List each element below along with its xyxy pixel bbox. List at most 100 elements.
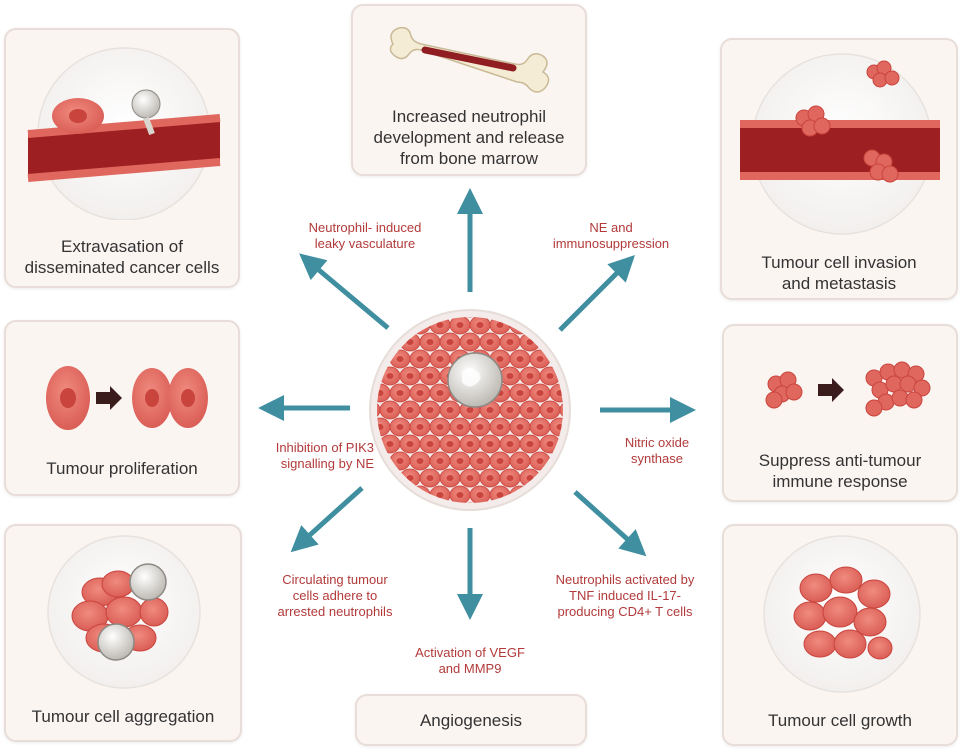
mechanism-vegf: Activation of VEGF and MMP9	[415, 645, 525, 676]
tissue-cell-nucleus	[406, 441, 414, 447]
arrow-to-extravasation	[299, 253, 390, 330]
mechanism-leaky: Neutrophil- induced leaky vasculature	[308, 220, 422, 251]
label-invasion: Tumour cell invasion and metastasis	[761, 253, 917, 293]
tissue-cell-nucleus	[516, 458, 524, 464]
arrow-to-invasion	[558, 255, 635, 332]
tissue-cell-nucleus	[487, 305, 494, 311]
tissue-cell-nucleus	[486, 475, 494, 481]
tissue-cell-nucleus	[446, 441, 454, 447]
central-neutrophil	[447, 352, 503, 408]
tissue-cell-nucleus	[396, 424, 404, 430]
tissue-cell-nucleus	[436, 322, 444, 328]
right-arrow-icon	[96, 386, 122, 410]
tissue-cell-nucleus	[446, 407, 454, 413]
tissue-cell-nucleus	[436, 356, 444, 362]
extravasation-illustration	[27, 47, 221, 220]
tissue-cell-nucleus	[396, 458, 404, 464]
tissue-cell-nucleus	[426, 441, 434, 447]
bone-icon	[389, 26, 550, 93]
tissue-cell-nucleus	[406, 407, 414, 413]
box-growth: Tumour cell growth	[722, 524, 958, 746]
box-extravasation: Extravasation of disseminated cancer cel…	[4, 28, 240, 288]
tissue-cell-nucleus	[416, 424, 424, 430]
tissue-cell-nucleus	[546, 441, 554, 447]
arrow-to-suppress	[600, 397, 696, 423]
tumour-cluster-icon	[795, 60, 900, 183]
invasion-illustration	[740, 53, 940, 235]
tissue-cell-nucleus	[436, 492, 444, 498]
tissue-cell-nucleus	[496, 356, 504, 362]
box-bone-marrow: Increased neutrophil development and rel…	[351, 4, 587, 176]
tissue-cell-nucleus	[506, 339, 514, 345]
tissue-cell	[559, 400, 563, 420]
tissue-cell-nucleus	[526, 441, 534, 447]
tissue-cell-nucleus	[456, 458, 464, 464]
tissue-cell-nucleus	[406, 339, 414, 345]
tissue-cell-nucleus	[446, 339, 454, 345]
mechanism-ne-immuno: NE and immunosuppression	[552, 220, 670, 251]
tissue-cell-nucleus	[536, 458, 544, 464]
tissue-cell-nucleus	[386, 339, 394, 345]
proliferation-illustration	[46, 366, 208, 430]
arrows	[258, 188, 696, 620]
tissue-cell-nucleus	[536, 390, 544, 396]
suppress-illustration	[765, 361, 931, 417]
tissue-cell-nucleus	[506, 441, 514, 447]
tissue-cell-nucleus	[546, 373, 554, 379]
tissue-cell-nucleus	[466, 339, 474, 345]
tissue-cell-nucleus	[447, 509, 454, 515]
growth-illustration	[763, 535, 921, 693]
tissue-cell-nucleus	[466, 407, 474, 413]
tissue-cell-nucleus	[506, 373, 514, 379]
tissue-cell-nucleus	[396, 390, 404, 396]
tissue-cell-nucleus	[526, 475, 534, 481]
tissue-cell-nucleus	[436, 424, 444, 430]
arrow-to-growth	[573, 490, 647, 557]
tissue-cell-nucleus	[546, 475, 554, 481]
tissue-cell-nucleus	[526, 407, 534, 413]
tissue-cell-nucleus	[416, 458, 424, 464]
tissue-cell-nucleus	[456, 322, 464, 328]
tissue-cell-nucleus	[436, 390, 444, 396]
tissue-cell-nucleus	[456, 424, 464, 430]
tissue-cell-nucleus	[516, 424, 524, 430]
tissue-cell-nucleus	[506, 475, 514, 481]
tissue-cell-nucleus	[546, 407, 554, 413]
mechanism-tnf: Neutrophils activated by TNF induced IL-…	[555, 572, 695, 619]
arrow-to-angiogenesis	[457, 528, 483, 620]
right-arrow-icon	[818, 378, 844, 402]
tissue-cell-nucleus	[516, 390, 524, 396]
tissue-cell-nucleus	[496, 492, 504, 498]
tissue-cell-nucleus	[426, 373, 434, 379]
tissue-cell-nucleus	[416, 390, 424, 396]
box-invasion: Tumour cell invasion and metastasis	[720, 38, 958, 300]
tissue-cell-nucleus	[426, 339, 434, 345]
tissue-cell-nucleus	[476, 424, 484, 430]
mechanism-circulating: Circulating tumour cells adhere to arres…	[277, 572, 393, 619]
box-proliferation: Tumour proliferation	[4, 320, 240, 496]
label-growth: Tumour cell growth	[768, 711, 912, 730]
label-extravasation: Extravasation of disseminated cancer cel…	[24, 237, 220, 277]
tissue-cell-nucleus	[536, 424, 544, 430]
tissue-cell-nucleus	[406, 475, 414, 481]
tissue-cell-nucleus	[386, 407, 394, 413]
arrow-to-proliferation	[258, 395, 350, 421]
tissue-cell-nucleus	[466, 475, 474, 481]
mechanism-pik3: Inhibition of PIK3 signalling by NE	[275, 440, 374, 471]
tissue-cell-nucleus	[386, 475, 394, 481]
central-tumour-tissue	[369, 305, 571, 515]
tissue-cell-nucleus	[496, 322, 504, 328]
label-bone-marrow: Increased neutrophil development and rel…	[373, 107, 565, 168]
tissue-cell-nucleus	[476, 458, 484, 464]
tissue-cell-nucleus	[426, 407, 434, 413]
tissue-cell-nucleus	[466, 441, 474, 447]
label-proliferation: Tumour proliferation	[46, 459, 198, 478]
label-angiogenesis: Angiogenesis	[419, 711, 523, 730]
neutrophil-icon	[131, 89, 161, 119]
tissue-cell-nucleus	[426, 475, 434, 481]
label-aggregation: Tumour cell aggregation	[31, 707, 215, 726]
aggregation-illustration	[47, 535, 201, 689]
tissue-cell-nucleus	[456, 492, 464, 498]
tissue-cell-nucleus	[486, 339, 494, 345]
